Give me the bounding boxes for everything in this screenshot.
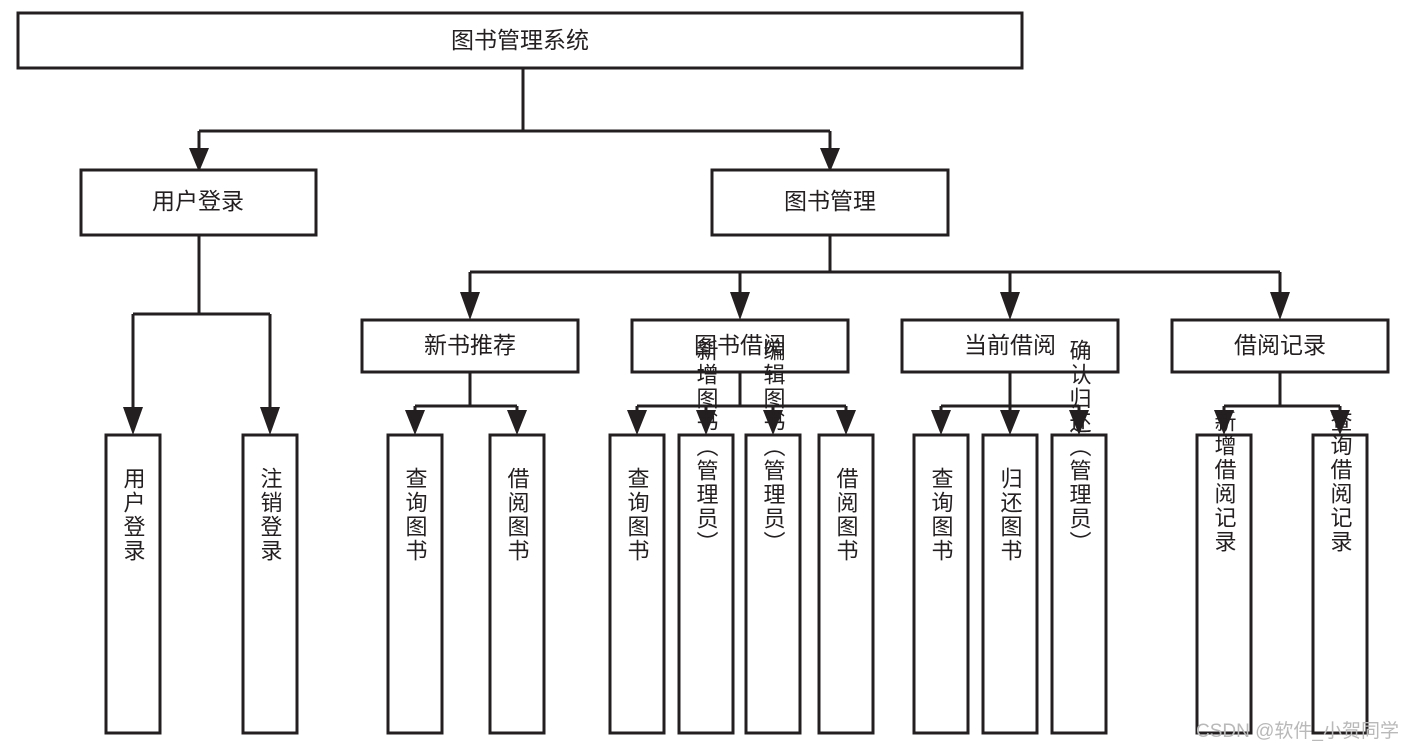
arrow-head-leaf-user-login <box>123 407 143 435</box>
node-user-login[interactable]: 用户登录 <box>79 168 318 237</box>
arrow-head-leaf-edit-book <box>763 410 783 435</box>
arrow-head-leaf-query-books-2 <box>627 410 647 435</box>
leaf-label: 借阅图书 <box>505 467 530 563</box>
leaf-label: 新增借阅记录 <box>1212 410 1237 554</box>
leaf-label: 确认归还（管理员） <box>1067 339 1092 555</box>
arrow-head-leaf-logout <box>260 407 280 435</box>
leaf-box[interactable] <box>241 433 299 735</box>
arrow-head-leaf-add-record <box>1214 410 1234 435</box>
node-new-book-recommend-box[interactable] <box>360 318 580 374</box>
leaf-node-user-login[interactable]: 用户登录 <box>104 433 162 735</box>
arrow-head-current-borrow <box>1000 292 1020 320</box>
leaf-node-confirm-return-admin[interactable]: 确认归还（管理员） <box>1050 339 1108 735</box>
leaf-node-add-book-admin[interactable]: 新增图书（管理员） <box>677 339 735 735</box>
node-current-borrow[interactable]: 当前借阅 <box>900 318 1120 374</box>
node-book-borrow[interactable]: 图书借阅 <box>630 318 850 374</box>
leaf-label: 借阅图书 <box>834 467 859 563</box>
node-new-book-recommend-label: 新书推荐 <box>424 332 516 358</box>
node-borrow-records-box[interactable] <box>1170 318 1390 374</box>
arrow-head-borrow-records <box>1270 292 1290 320</box>
leaf-box[interactable] <box>1050 433 1108 735</box>
node-book-management-label: 图书管理 <box>784 188 876 214</box>
leaf-node-edit-book-admin[interactable]: 编辑图书（管理员） <box>744 339 802 735</box>
node-root-label: 图书管理系统 <box>451 27 589 53</box>
leaf-label: 注销登录 <box>258 467 283 563</box>
node-user-login-box[interactable] <box>79 168 318 237</box>
leaf-label: 用户登录 <box>121 467 146 563</box>
arrow-head-book-manage <box>820 148 840 172</box>
node-current-borrow-box[interactable] <box>900 318 1120 374</box>
leaf-box[interactable] <box>386 433 444 735</box>
leaf-node-query-books-new[interactable]: 查询图书 <box>386 433 444 735</box>
arrow-head-leaf-query-record <box>1330 410 1350 435</box>
leaf-box[interactable] <box>677 433 735 735</box>
node-borrow-records-label: 借阅记录 <box>1234 332 1326 358</box>
node-book-borrow-label: 图书借阅 <box>694 332 786 358</box>
arrow-head-leaf-return-book <box>1000 410 1020 435</box>
arrow-head-leaf-confirm-return <box>1069 410 1089 435</box>
leaf-box[interactable] <box>912 433 970 735</box>
leaf-node-borrow-books-borrow[interactable]: 借阅图书 <box>817 433 875 735</box>
leaf-node-query-borrow-record[interactable]: 查询借阅记录 <box>1311 410 1369 735</box>
connector-layer <box>123 68 1350 435</box>
leaf-label: 查询图书 <box>403 467 428 563</box>
node-book-management[interactable]: 图书管理 <box>710 168 950 237</box>
leaf-box[interactable] <box>608 433 666 735</box>
leaf-label: 编辑图书（管理员） <box>761 339 786 555</box>
node-current-borrow-label: 当前借阅 <box>964 332 1056 358</box>
leaf-node-borrow-books-new[interactable]: 借阅图书 <box>488 433 546 735</box>
node-user-login-label: 用户登录 <box>152 188 244 214</box>
leaf-box[interactable] <box>488 433 546 735</box>
arrow-head-user-login <box>189 148 209 172</box>
leaf-node-logout[interactable]: 注销登录 <box>241 433 299 735</box>
arrow-head-leaf-borrow-books-2 <box>836 410 856 435</box>
leaf-node-return-book[interactable]: 归还图书 <box>981 433 1039 735</box>
arrow-head-leaf-query-books-1 <box>405 410 425 435</box>
node-borrow-records[interactable]: 借阅记录 <box>1170 318 1390 374</box>
arrow-head-borrow-books <box>730 292 750 320</box>
leaf-label: 查询借阅记录 <box>1328 410 1353 554</box>
arrow-head-new-books <box>460 292 480 320</box>
leaf-label: 新增图书（管理员） <box>694 339 719 555</box>
leaf-node-query-books-borrow[interactable]: 查询图书 <box>608 433 666 735</box>
node-root-box[interactable] <box>16 11 1024 70</box>
node-book-management-box[interactable] <box>710 168 950 237</box>
leaf-box[interactable] <box>981 433 1039 735</box>
arrow-head-leaf-query-books-3 <box>931 410 951 435</box>
leaf-box[interactable] <box>1195 433 1253 735</box>
leaf-box[interactable] <box>744 433 802 735</box>
leaf-node-add-borrow-record[interactable]: 新增借阅记录 <box>1195 410 1253 735</box>
leaf-label: 查询图书 <box>929 467 954 563</box>
node-book-borrow-box[interactable] <box>630 318 850 374</box>
leaf-box[interactable] <box>1311 433 1369 735</box>
leaf-label: 查询图书 <box>625 467 650 563</box>
leaf-node-query-books-current[interactable]: 查询图书 <box>912 433 970 735</box>
leaf-box[interactable] <box>104 433 162 735</box>
arrow-head-leaf-borrow-books-1 <box>507 410 527 435</box>
arrow-head-leaf-add-book <box>696 410 716 435</box>
node-new-book-recommend[interactable]: 新书推荐 <box>360 318 580 374</box>
leaf-label: 归还图书 <box>998 467 1023 563</box>
leaf-box[interactable] <box>817 433 875 735</box>
node-root-system[interactable]: 图书管理系统 <box>16 11 1024 70</box>
